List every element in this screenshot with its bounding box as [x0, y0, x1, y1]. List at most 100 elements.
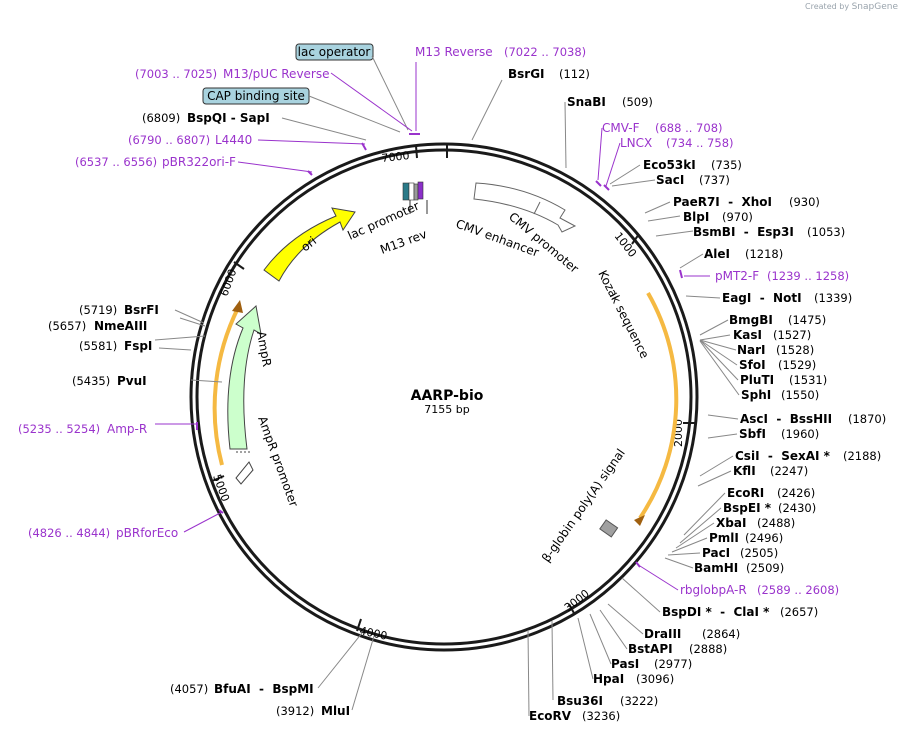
enzyme-sfoi-pos: (1529) [778, 358, 816, 372]
enzyme-bspdi-clai[interactable]: BspDI * - ClaI * [662, 605, 770, 619]
enzyme-paci-pos: (2505) [740, 546, 778, 560]
snapgene-credit: Created by SnapGene [805, 2, 898, 12]
lac-elements[interactable] [402, 181, 428, 214]
primer-pmt2-f-pos: (1239 .. 1258) [767, 269, 849, 283]
ampr-promoter-arrow[interactable] [235, 461, 254, 485]
enzyme-eagi-noti[interactable]: EagI - NotI [722, 291, 802, 305]
primer-m13-puc-pos: (7003 .. 7025) [135, 67, 217, 81]
enzyme-bstapi[interactable]: BstAPI [628, 642, 673, 656]
enzyme-saci-pos: (737) [699, 173, 730, 187]
enzyme-pmli[interactable]: PmlI [709, 531, 739, 545]
primer-l4440[interactable]: L4440 [215, 133, 252, 147]
enzyme-csii-sexai[interactable]: CsiI - SexAI * [735, 449, 831, 463]
enzyme-bmgbi[interactable]: BmgBI [729, 313, 773, 327]
credit-prefix: Created by [805, 2, 850, 11]
enzyme-bsmbi-esp3i[interactable]: BsmBI - Esp3I [693, 225, 794, 239]
enzyme-pluti-pos: (1531) [789, 373, 827, 387]
enzyme-asci-bsshii[interactable]: AscI - BssHII [740, 412, 832, 426]
enzyme-sbfi-pos: (1960) [781, 427, 819, 441]
orf-arc[interactable] [638, 292, 679, 520]
primer-pbrforeco-pos: (4826 .. 4844) [28, 526, 110, 540]
enzyme-bfuai-bspmi[interactable]: BfuAI - BspMI [214, 682, 314, 696]
enzyme-bsu36i[interactable]: Bsu36I [557, 694, 603, 708]
enzyme-kasi[interactable]: KasI [733, 328, 762, 342]
enzyme-mlui-pos: (3912) [276, 704, 314, 718]
enzyme-bsrfi[interactable]: BsrFI [124, 303, 159, 317]
feature-ampr-promoter: AmpR promoter [255, 414, 301, 508]
enzyme-pluti[interactable]: PluTI [740, 373, 774, 387]
enzyme-nmeaiii[interactable]: NmeAIII [94, 319, 147, 333]
primer-rbglobpa-r[interactable]: rbglobpA-R [680, 583, 747, 597]
enzyme-bspei-pos: (2430) [778, 501, 816, 515]
enzyme-sfoi[interactable]: SfoI [739, 358, 766, 372]
enzyme-eagi-pos: (1339) [814, 291, 852, 305]
enzyme-paer7i-pos: (930) [789, 195, 820, 209]
tick-label-7000: 7000 [381, 149, 410, 165]
enzyme-bspqi-sapi[interactable]: BspQI - SapI [187, 111, 270, 125]
enzyme-blpi[interactable]: BlpI [683, 210, 709, 224]
enzyme-pvui-pos: (5435) [72, 374, 110, 388]
enzyme-snabi-pos: (509) [622, 95, 653, 109]
ampr-orf-arc[interactable] [212, 307, 240, 466]
right-enzyme-labels: Eco53kI (735) SacI (737) PaeR7I - XhoI (… [529, 158, 886, 723]
enzyme-hpai[interactable]: HpaI [593, 672, 624, 686]
enzyme-ecori[interactable]: EcoRI [727, 486, 764, 500]
enzyme-sphi-pos: (1550) [781, 388, 819, 402]
plasmid-size: 7155 bp [424, 403, 469, 416]
enzyme-fspi[interactable]: FspI [124, 339, 152, 353]
primer-pbrforeco[interactable]: pBRforEco [116, 526, 178, 540]
enzyme-kasi-pos: (1527) [773, 328, 811, 342]
enzyme-pasi[interactable]: PasI [611, 657, 639, 671]
enzyme-kfli[interactable]: KflI [733, 464, 756, 478]
enzyme-alei[interactable]: AleI [704, 247, 730, 261]
enzyme-pvui[interactable]: PvuI [117, 374, 147, 388]
primer-m13-puc-reverse[interactable]: M13/pUC Reverse [223, 67, 330, 81]
enzyme-mlui[interactable]: MluI [321, 704, 350, 718]
enzyme-ecorv[interactable]: EcoRV [529, 709, 572, 723]
primer-pbr322ori-f[interactable]: pBR322ori-F [162, 155, 236, 169]
ampr-arrow[interactable] [227, 305, 262, 450]
kozak-mark [610, 292, 619, 300]
enzyme-hpai-pos: (3096) [636, 672, 674, 686]
enzyme-saci[interactable]: SacI [656, 173, 684, 187]
enzyme-snabi[interactable]: SnaBI [567, 95, 606, 109]
enzyme-sbfi[interactable]: SbfI [739, 427, 766, 441]
feature-kozak: Kozak sequence [595, 268, 651, 361]
enzyme-bspei[interactable]: BspEI * [723, 501, 772, 515]
enzyme-eco53ki[interactable]: Eco53kI [643, 158, 696, 172]
primer-amp-r[interactable]: Amp-R [107, 422, 147, 436]
ori-arrow[interactable] [263, 207, 356, 282]
primer-cmv-f[interactable]: CMV-F [602, 121, 640, 135]
enzyme-bamhi[interactable]: BamHI [694, 561, 738, 575]
enzyme-pmli-pos: (2496) [745, 531, 783, 545]
orf-arc-head [634, 515, 645, 526]
enzyme-asci-pos: (1870) [848, 412, 886, 426]
enzyme-ecorv-pos: (3236) [582, 709, 620, 723]
box-lac-operator[interactable] [295, 43, 374, 61]
enzyme-fspi-pos: (5581) [79, 339, 117, 353]
enzyme-bsmbi-pos: (1053) [807, 225, 845, 239]
enzyme-bspqi-pos: (6809) [142, 111, 180, 125]
label-leaders [154, 55, 740, 717]
enzyme-nari[interactable]: NarI [737, 343, 766, 357]
enzyme-draiii[interactable]: DraIII [644, 627, 681, 641]
primer-pmt2-f[interactable]: pMT2-F [715, 269, 759, 283]
enzyme-xbai[interactable]: XbaI [716, 516, 746, 530]
tick-label-4000: 4000 [358, 624, 388, 643]
primer-lncx[interactable]: LNCX [620, 136, 652, 150]
cmv-enhancer-arrow[interactable] [473, 182, 577, 233]
snapgene-logo: SnapGene [851, 2, 898, 12]
enzyme-bsu36i-pos: (3222) [620, 694, 658, 708]
enzyme-bsrgi[interactable]: BsrGI [508, 67, 545, 81]
enzyme-bmgbi-pos: (1475) [788, 313, 826, 327]
enzyme-paci[interactable]: PacI [702, 546, 730, 560]
primer-pbr322ori-pos: (6537 .. 6556) [75, 155, 157, 169]
polya-signal-box[interactable] [599, 519, 619, 538]
enzyme-xbai-pos: (2488) [757, 516, 795, 530]
primer-m13-reverse[interactable]: M13 Reverse [415, 45, 493, 59]
primer-rbglobpa-r-pos: (2589 .. 2608) [757, 583, 839, 597]
enzyme-sphi[interactable]: SphI [741, 388, 771, 402]
primer-cmv-f-pos: (688 .. 708) [655, 121, 723, 135]
enzyme-paer7i-xhoi[interactable]: PaeR7I - XhoI [673, 195, 772, 209]
